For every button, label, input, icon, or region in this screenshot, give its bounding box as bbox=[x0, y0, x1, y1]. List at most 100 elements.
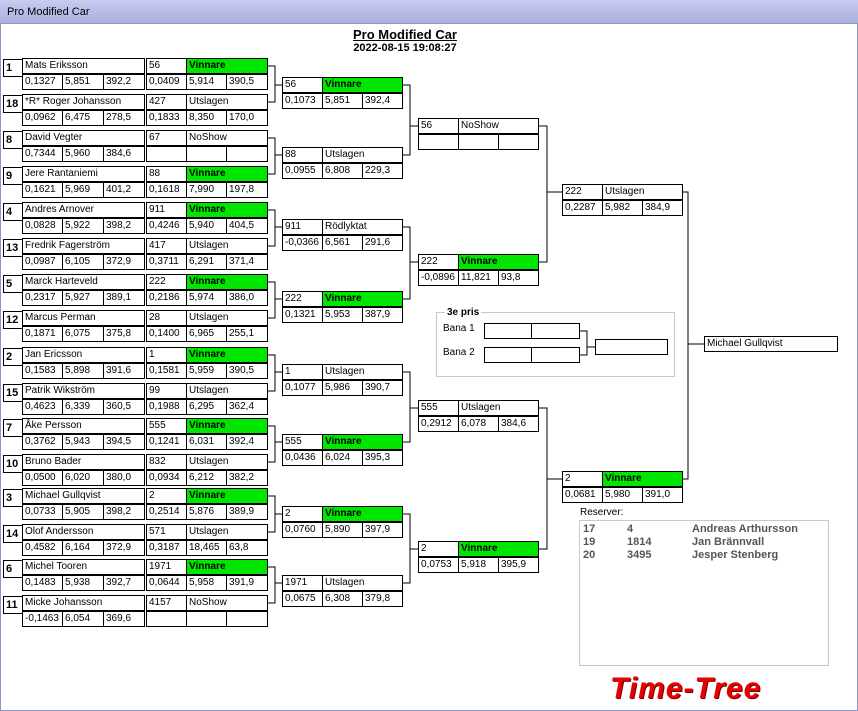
entry-number: 67 bbox=[146, 130, 187, 146]
elapsed-time: 5,890 bbox=[322, 522, 363, 538]
driver-name[interactable]: Åke Persson bbox=[22, 418, 145, 434]
entry-status: Utslagen bbox=[322, 147, 403, 163]
speed: 395,3 bbox=[362, 450, 403, 466]
speed: 398,2 bbox=[103, 504, 145, 520]
reaction-time: 0,1073 bbox=[282, 93, 323, 109]
reaction-time: 0,1621 bbox=[22, 182, 63, 198]
third-place-box: 3e pris Bana 1 Bana 2 bbox=[436, 307, 675, 377]
entry-status: Utslagen bbox=[322, 575, 403, 591]
driver-name[interactable]: Andres Arnover bbox=[22, 202, 145, 218]
lane-1-cell-b[interactable] bbox=[531, 323, 580, 339]
entry-number: 1 bbox=[282, 364, 323, 380]
driver-name[interactable]: *R* Roger Johansson bbox=[22, 94, 145, 110]
driver-name[interactable]: Micke Johansson bbox=[22, 595, 145, 611]
elapsed-time: 6,308 bbox=[322, 591, 363, 607]
driver-name[interactable]: Olof Andersson bbox=[22, 524, 145, 540]
entry-status: Vinnare bbox=[186, 488, 268, 504]
speed: 392,2 bbox=[103, 74, 145, 90]
driver-name[interactable]: Fredrik Fagerström bbox=[22, 238, 145, 254]
reaction-time: 0,2287 bbox=[562, 200, 603, 216]
speed: 389,1 bbox=[103, 290, 145, 306]
reaction-time: 0,4246 bbox=[146, 218, 187, 234]
reaction-time: 0,0828 bbox=[22, 218, 63, 234]
seed-number: 18 bbox=[3, 95, 23, 113]
elapsed-time: 5,876 bbox=[186, 504, 227, 520]
speed: 372,9 bbox=[103, 254, 145, 270]
entry-number: 555 bbox=[146, 418, 187, 434]
bracket-connector bbox=[539, 407, 548, 550]
driver-name[interactable]: Patrik Wikström bbox=[22, 383, 145, 399]
bracket-connector bbox=[268, 566, 276, 604]
driver-name[interactable]: Michel Tooren bbox=[22, 559, 145, 575]
speed: 394,5 bbox=[103, 434, 145, 450]
entry-number: 2 bbox=[418, 541, 459, 557]
driver-name[interactable]: Michael Gullqvist bbox=[22, 488, 145, 504]
driver-name[interactable]: Marcus Perman bbox=[22, 310, 145, 326]
driver-name[interactable]: David Vegter bbox=[22, 130, 145, 146]
lane-2-cell-b[interactable] bbox=[531, 347, 580, 363]
elapsed-time: 6,561 bbox=[322, 235, 363, 251]
reaction-time: -0,0896 bbox=[418, 270, 459, 286]
speed: 390,5 bbox=[226, 74, 268, 90]
reaction-time: 0,1583 bbox=[22, 363, 63, 379]
entry-number: 222 bbox=[282, 291, 323, 307]
reserves-label: Reserver: bbox=[580, 507, 624, 518]
speed: 170,0 bbox=[226, 110, 268, 126]
elapsed-time: 5,969 bbox=[62, 182, 104, 198]
entry-status: Vinnare bbox=[186, 58, 268, 74]
driver-name[interactable]: Jan Ericsson bbox=[22, 347, 145, 363]
elapsed-time: 5,922 bbox=[62, 218, 104, 234]
elapsed-time: 6,105 bbox=[62, 254, 104, 270]
entry-status: Vinnare bbox=[186, 559, 268, 575]
elapsed-time: 6,054 bbox=[62, 611, 104, 627]
speed: 384,6 bbox=[498, 416, 539, 432]
entry-status: Vinnare bbox=[186, 166, 268, 182]
elapsed-time: 6,475 bbox=[62, 110, 104, 126]
bracket-connector bbox=[539, 125, 548, 263]
entry-status: Utslagen bbox=[186, 238, 268, 254]
elapsed-time: 6,020 bbox=[62, 470, 104, 486]
speed: 384,6 bbox=[103, 146, 145, 162]
driver-name[interactable]: Marck Harteveld bbox=[22, 274, 145, 290]
entry-number: 911 bbox=[282, 219, 323, 235]
speed: 380,0 bbox=[103, 470, 145, 486]
time-tree-logo: Time-Tree bbox=[610, 672, 762, 705]
reaction-time: 0,1988 bbox=[146, 399, 187, 415]
seed-number: 14 bbox=[3, 525, 23, 543]
elapsed-time: 6,212 bbox=[186, 470, 227, 486]
driver-name[interactable]: Jere Rantaniemi bbox=[22, 166, 145, 182]
lane-2-label: Bana 2 bbox=[443, 347, 475, 358]
reaction-time: 0,0500 bbox=[22, 470, 63, 486]
seed-number: 9 bbox=[3, 167, 23, 185]
reaction-time: 0,3187 bbox=[146, 540, 187, 556]
entry-number: 99 bbox=[146, 383, 187, 399]
seed-number: 15 bbox=[3, 384, 23, 402]
speed: 360,5 bbox=[103, 399, 145, 415]
speed: 197,8 bbox=[226, 182, 268, 198]
entry-number: 2 bbox=[562, 471, 603, 487]
reaction-time: 0,4582 bbox=[22, 540, 63, 556]
champion-name[interactable]: Michael Gullqvist bbox=[704, 336, 838, 352]
elapsed-time bbox=[458, 134, 499, 150]
reaction-time: 0,1833 bbox=[146, 110, 187, 126]
elapsed-time: 8,350 bbox=[186, 110, 227, 126]
seed-number: 12 bbox=[3, 311, 23, 329]
reaction-time: 0,0760 bbox=[282, 522, 323, 538]
speed bbox=[226, 611, 268, 627]
speed: 369,6 bbox=[103, 611, 145, 627]
entry-status: Vinnare bbox=[322, 291, 403, 307]
elapsed-time: 5,986 bbox=[322, 380, 363, 396]
reaction-time: 0,1077 bbox=[282, 380, 323, 396]
entry-number: 88 bbox=[282, 147, 323, 163]
speed: 391,9 bbox=[226, 575, 268, 591]
driver-name[interactable]: Mats Eriksson bbox=[22, 58, 145, 74]
reaction-time: 0,1321 bbox=[282, 307, 323, 323]
third-place-result[interactable] bbox=[595, 339, 668, 355]
speed: 384,9 bbox=[642, 200, 683, 216]
reaction-time: 0,1483 bbox=[22, 575, 63, 591]
driver-name[interactable]: Bruno Bader bbox=[22, 454, 145, 470]
elapsed-time: 5,898 bbox=[62, 363, 104, 379]
bracket-connector bbox=[403, 513, 411, 584]
entry-number: 56 bbox=[418, 118, 459, 134]
